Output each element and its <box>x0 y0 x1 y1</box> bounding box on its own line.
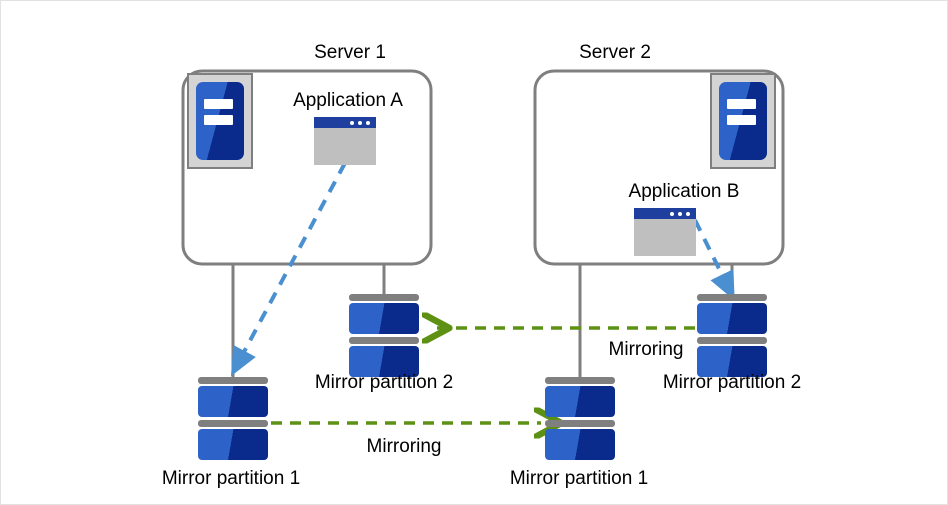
server-1-title: Server 1 <box>314 42 386 63</box>
server-1-box <box>181 69 433 266</box>
window-dot-icon <box>686 211 690 216</box>
disk-body <box>697 303 767 334</box>
server-2-box <box>533 69 785 266</box>
server-2-title: Server 2 <box>579 42 651 63</box>
window-title-bar <box>314 117 376 128</box>
disk-cap <box>349 337 419 344</box>
server-1-tower-icon <box>187 73 253 169</box>
window-dot-icon <box>358 120 362 125</box>
server1-mirror-partition-2-icon <box>349 294 419 377</box>
disk-cap <box>697 337 767 344</box>
server2-mirror-partition-2-label: Mirror partition 2 <box>662 372 802 393</box>
server-2-application-label: Application B <box>628 181 740 202</box>
server-2-tower-icon <box>710 73 776 169</box>
server-tower-icon-body <box>719 82 767 160</box>
window-dot-icon <box>350 120 354 125</box>
disk-cap <box>349 294 419 301</box>
tower-slot-bar <box>203 114 234 125</box>
disk-cap <box>198 377 268 384</box>
window-title-bar <box>634 208 696 219</box>
application-a-access-arrow <box>230 162 347 377</box>
disk-cap <box>198 420 268 427</box>
disk-cap <box>697 294 767 301</box>
application-b-access-arrow <box>693 219 735 301</box>
mirroring-label-top: Mirroring <box>608 339 684 360</box>
server1-mirror-partition-2-label: Mirror partition 2 <box>314 372 454 393</box>
disk-body <box>349 303 419 334</box>
tower-slot-bar <box>203 99 234 110</box>
window-dot-icon <box>366 120 370 125</box>
disk-body <box>198 386 268 417</box>
disk-body <box>198 429 268 460</box>
server2-mirror-partition-1-label: Mirror partition 1 <box>509 468 649 489</box>
server2-mirror-partition-1-icon <box>545 377 615 460</box>
application-a-window-icon <box>314 117 376 165</box>
disk-cap <box>545 420 615 427</box>
server2-mirror-partition-2-icon <box>697 294 767 377</box>
tower-slot-bar <box>726 99 757 110</box>
disk-body <box>545 386 615 417</box>
window-dot-icon <box>670 211 674 216</box>
disk-body <box>545 429 615 460</box>
tower-slot-bar <box>726 114 757 125</box>
disk-body <box>697 346 767 377</box>
server-1-application-label: Application A <box>293 90 403 111</box>
mirroring-label-bottom: Mirroring <box>366 436 442 457</box>
window-dot-icon <box>678 211 682 216</box>
application-b-window-icon <box>634 208 696 256</box>
server1-mirror-partition-1-label: Mirror partition 1 <box>161 468 301 489</box>
disk-cap <box>545 377 615 384</box>
disk-body <box>349 346 419 377</box>
server-tower-icon-body <box>196 82 244 160</box>
server1-mirror-partition-1-icon <box>198 377 268 460</box>
